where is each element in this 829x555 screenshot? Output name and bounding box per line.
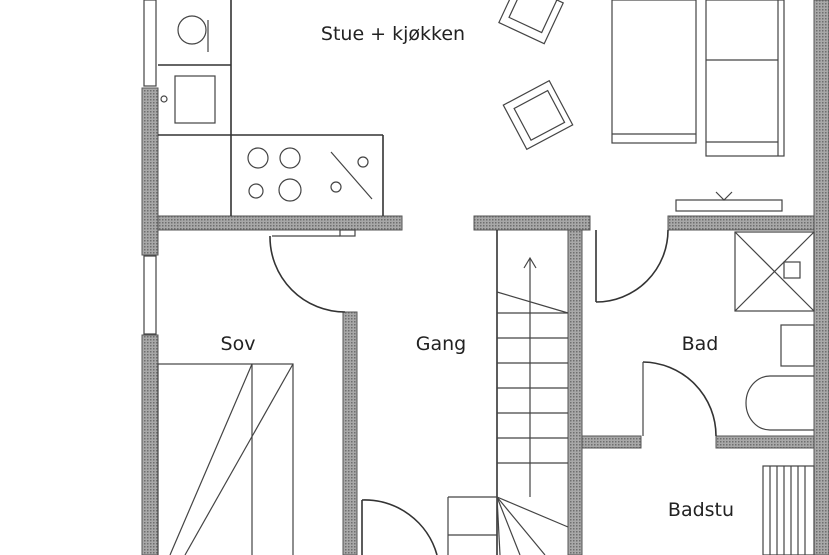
room-label-bedroom: Sov — [221, 333, 256, 355]
armchair-icon — [498, 0, 565, 45]
sofa-icon — [705, 0, 785, 157]
wall-mid-top — [473, 215, 591, 231]
stove-icon — [247, 147, 373, 202]
room-label-living-kitchen: Stue + kjøkken — [321, 23, 465, 45]
door-sauna — [642, 361, 717, 437]
tv-icon — [675, 191, 783, 212]
kitchen — [158, 0, 384, 216]
wall-stairs — [567, 229, 583, 555]
sofa-icon — [611, 0, 697, 144]
stairs-up-arrow-icon — [523, 256, 537, 497]
door-bedroom — [269, 229, 356, 313]
room-label-sauna: Badstu — [668, 499, 734, 521]
door-bathroom — [595, 229, 669, 303]
sauna-bench — [762, 465, 815, 555]
armchair-icon — [502, 79, 574, 151]
wall-right — [813, 0, 829, 555]
window-bedroom — [143, 255, 157, 335]
bathroom-sink-icon — [780, 324, 815, 367]
wall-bath-sauna-left — [581, 435, 642, 449]
wall-left-upper — [141, 87, 159, 256]
room-label-hallway: Gang — [416, 333, 466, 355]
window-top-left — [143, 0, 157, 87]
wall-bath-sauna-right — [715, 435, 815, 449]
sink-icon — [160, 75, 216, 124]
wall-left-lower — [141, 334, 159, 555]
wall-kitchen-bottom — [157, 215, 403, 231]
wall-bedroom-hall — [342, 311, 358, 555]
wall-bath-top — [667, 215, 815, 231]
stairs — [447, 230, 569, 555]
windows — [143, 0, 157, 335]
walls — [141, 0, 829, 555]
washing-machine-icon — [177, 15, 209, 52]
doors — [269, 229, 717, 555]
room-label-bathroom: Bad — [682, 333, 719, 355]
door-entrance — [361, 499, 438, 555]
shower-icon — [734, 231, 815, 312]
wardrobe-icon — [157, 363, 294, 555]
bathroom-fixtures — [734, 231, 815, 431]
living-furniture — [498, 0, 785, 212]
bathtub-icon — [745, 375, 814, 431]
